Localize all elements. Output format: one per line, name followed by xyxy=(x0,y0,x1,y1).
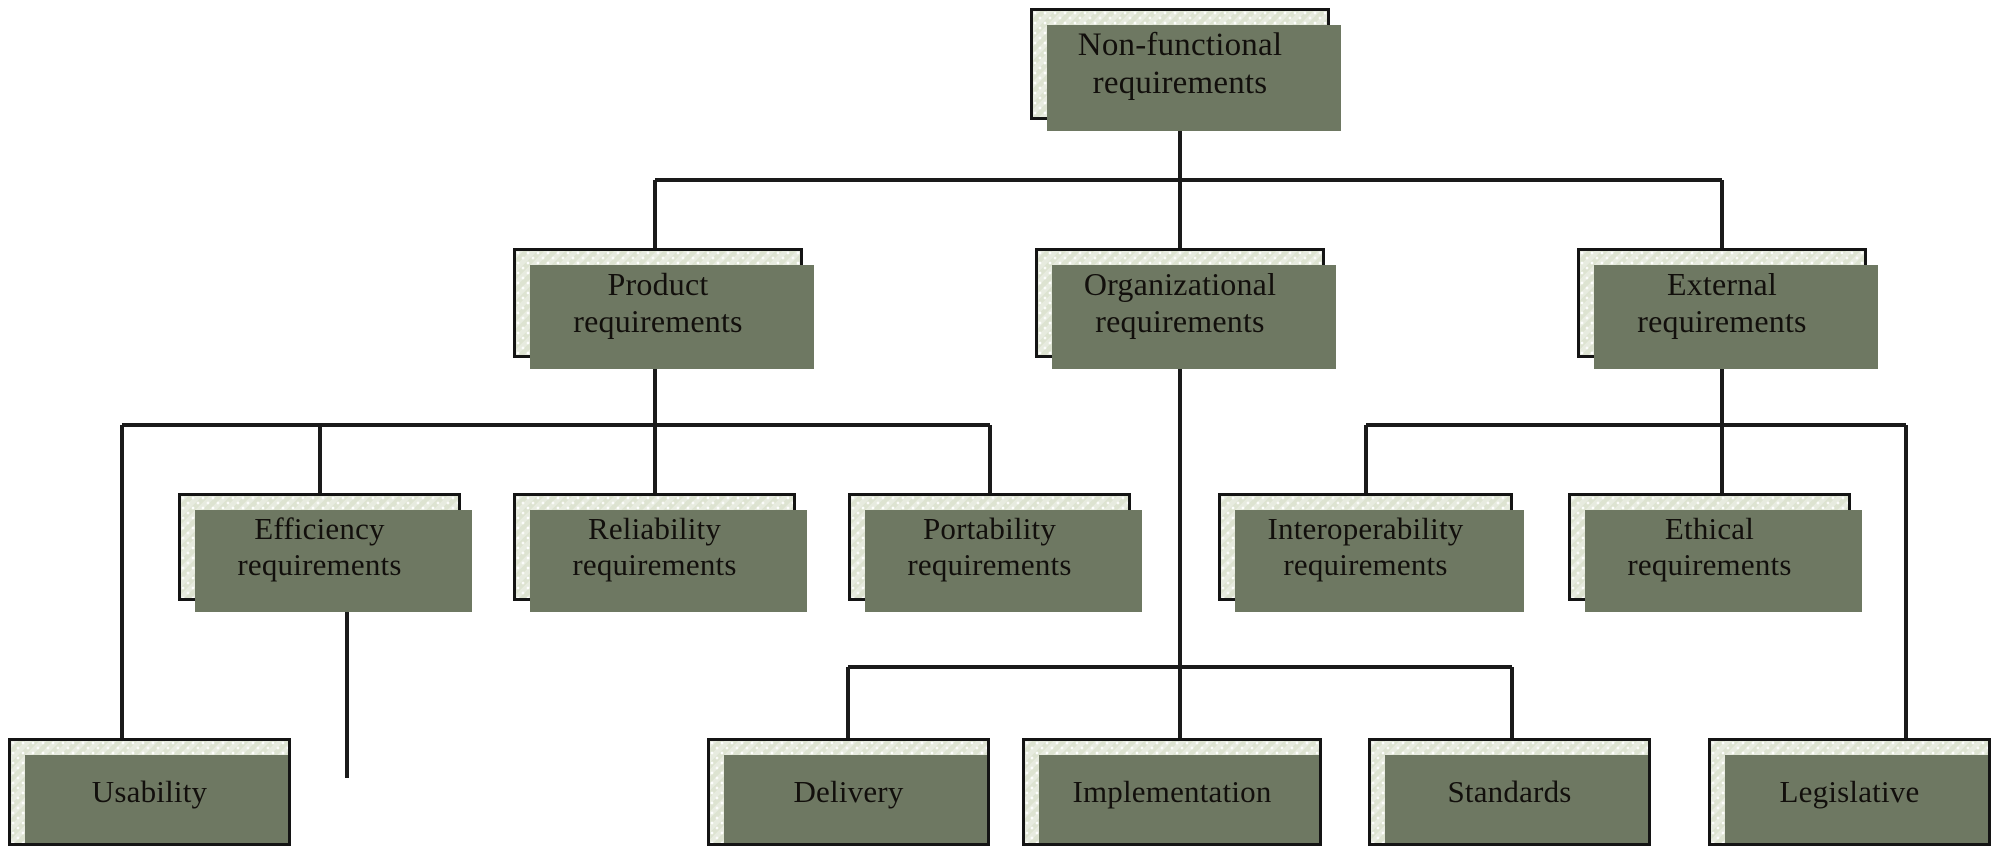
node-label: Efficiency requirements xyxy=(237,511,402,582)
node-label: Standards xyxy=(1447,774,1572,810)
node-efficiency-requirements[interactable]: Efficiency requirements xyxy=(178,493,472,612)
node-label: Product requirements xyxy=(573,265,743,339)
node-interoperability-requirements[interactable]: Interoperability requirements xyxy=(1218,493,1524,612)
node-reliability-requirements[interactable]: Reliability requirements xyxy=(513,493,807,612)
node-standards[interactable]: Standards xyxy=(1368,738,1651,846)
node-ethical-requirements[interactable]: Ethical requirements xyxy=(1568,493,1862,612)
node-label: Legislative xyxy=(1779,774,1920,810)
node-delivery[interactable]: Delivery xyxy=(707,738,990,846)
connector-layer xyxy=(120,120,1908,778)
node-external-requirements[interactable]: External requirements xyxy=(1577,248,1878,369)
node-implementation[interactable]: Implementation xyxy=(1022,738,1322,846)
node-label: Non-functional requirements xyxy=(1077,26,1283,101)
diagram-canvas: Non-functional requirements Product requ… xyxy=(8,8,1991,846)
node-label: Reliability requirements xyxy=(572,511,737,582)
node-label: Implementation xyxy=(1072,774,1272,810)
node-label: External requirements xyxy=(1637,265,1807,339)
node-portability-requirements[interactable]: Portability requirements xyxy=(848,493,1142,612)
node-usability[interactable]: Usability xyxy=(8,738,291,846)
node-label: Organizational requirements xyxy=(1083,265,1277,339)
node-label: Delivery xyxy=(793,774,904,810)
node-label: Interoperability requirements xyxy=(1267,511,1464,582)
node-label: Ethical requirements xyxy=(1627,511,1792,582)
node-label: Portability requirements xyxy=(907,511,1072,582)
node-organizational-requirements[interactable]: Organizational requirements xyxy=(1035,248,1336,369)
node-product-requirements[interactable]: Product requirements xyxy=(513,248,814,369)
node-label: Usability xyxy=(91,774,208,810)
node-non-functional-requirements[interactable]: Non-functional requirements xyxy=(1030,8,1341,131)
node-legislative[interactable]: Legislative xyxy=(1708,738,1991,846)
